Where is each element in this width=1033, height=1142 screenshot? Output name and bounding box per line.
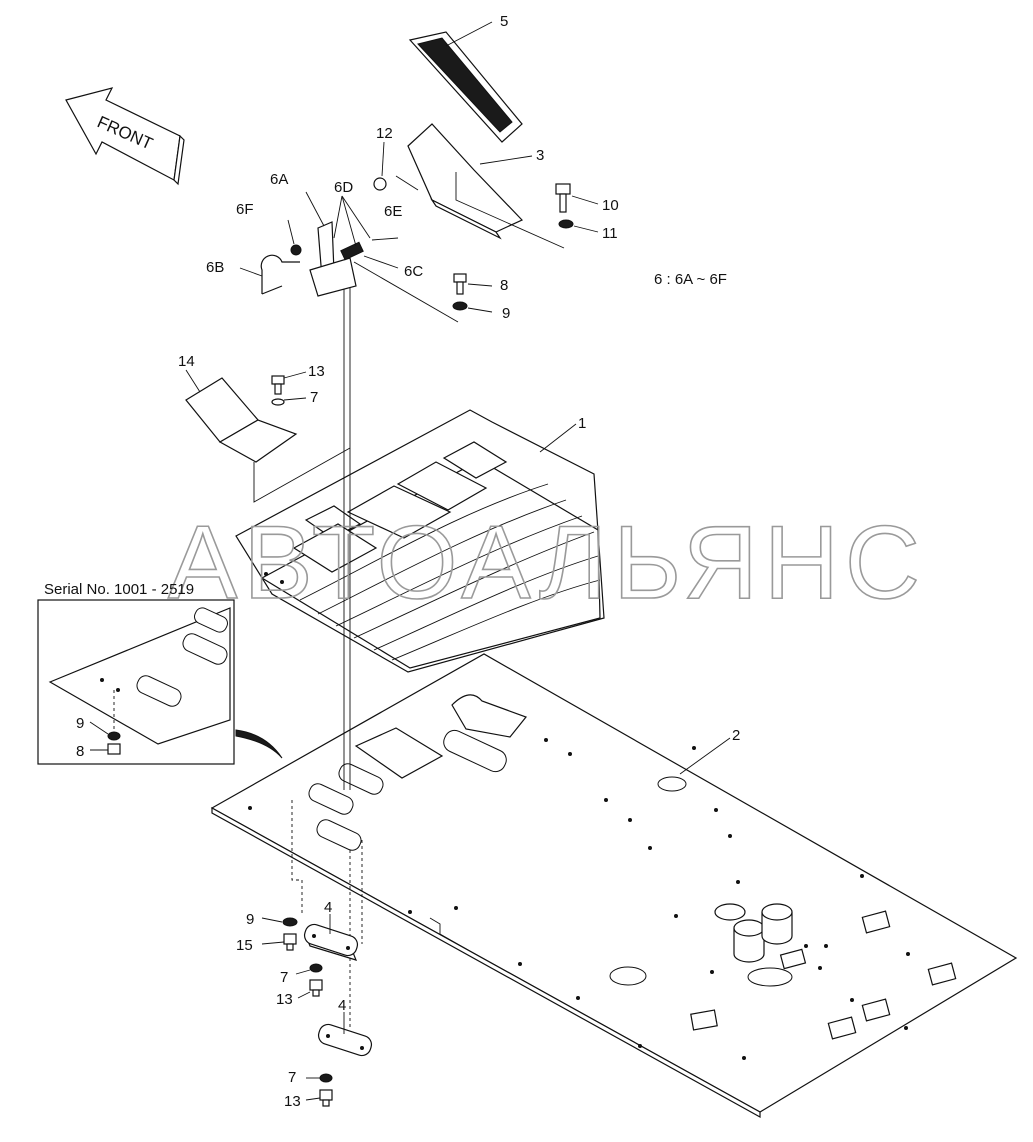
footrest-14 — [185, 369, 351, 503]
washer-7-mid — [295, 963, 323, 975]
callout-13-top: 13 — [308, 363, 325, 380]
callout-9-inset: 9 — [76, 715, 84, 732]
bolt-13-mid — [297, 979, 323, 999]
dashed-line-left — [291, 800, 303, 916]
callout-8-top: 8 — [500, 277, 508, 294]
washer-11 — [558, 219, 599, 233]
callout-11: 11 — [602, 225, 618, 242]
bolt-10 — [555, 183, 599, 213]
callout-13-bottom: 13 — [284, 1093, 301, 1110]
callout-2: 2 — [732, 727, 740, 744]
clamp-plate-4-lower — [317, 1012, 373, 1057]
callout-8-inset: 8 — [76, 743, 84, 760]
serial-inset — [37, 599, 283, 765]
callout-6E: 6E — [384, 203, 402, 220]
callout-3: 3 — [536, 147, 544, 164]
bolt-13-bottom — [305, 1089, 333, 1107]
callout-12: 12 — [376, 125, 393, 142]
bolt-15 — [261, 933, 297, 951]
clamp-plate-4-upper — [303, 914, 359, 961]
note-6-range: 6 : 6A ~ 6F — [654, 271, 727, 288]
callout-5: 5 — [500, 13, 508, 30]
callout-15: 15 — [236, 937, 253, 954]
callout-4-upper: 4 — [324, 899, 332, 916]
watermark-text: АВТОАЛЬЯНС — [168, 505, 926, 621]
callout-1: 1 — [578, 415, 586, 432]
leader-2 — [679, 737, 731, 775]
callout-9-top: 9 — [502, 305, 510, 322]
callout-7-top: 7 — [310, 389, 318, 406]
washer-7-bottom — [306, 1073, 333, 1083]
inset-title: Serial No. 1001 - 2519 — [44, 581, 194, 598]
callout-9-lower: 9 — [246, 911, 254, 928]
callout-6C: 6C — [404, 263, 423, 280]
washer-9-top — [452, 301, 493, 313]
callout-7-bottom: 7 — [288, 1069, 296, 1086]
callout-13-mid: 13 — [276, 991, 293, 1008]
bolt-8-top — [453, 273, 493, 295]
callout-6F: 6F — [236, 201, 254, 218]
floor-plate — [210, 653, 1018, 1119]
callout-4-lower: 4 — [338, 997, 346, 1014]
callout-10: 10 — [602, 197, 619, 214]
callout-6B: 6B — [206, 259, 224, 276]
nut-12 — [373, 141, 387, 191]
floor-mat — [235, 409, 605, 673]
callout-6A: 6A — [270, 171, 288, 188]
spring-bracket-6 — [239, 191, 459, 323]
callout-7-mid: 7 — [280, 969, 288, 986]
pedal-pad — [408, 21, 523, 143]
washer-9-lower — [261, 917, 298, 927]
front-direction-arrow: FRONT — [65, 87, 185, 186]
pedal-body — [395, 123, 565, 249]
callout-6D: 6D — [334, 179, 353, 196]
callout-14: 14 — [178, 353, 195, 370]
leader-1 — [539, 423, 577, 453]
